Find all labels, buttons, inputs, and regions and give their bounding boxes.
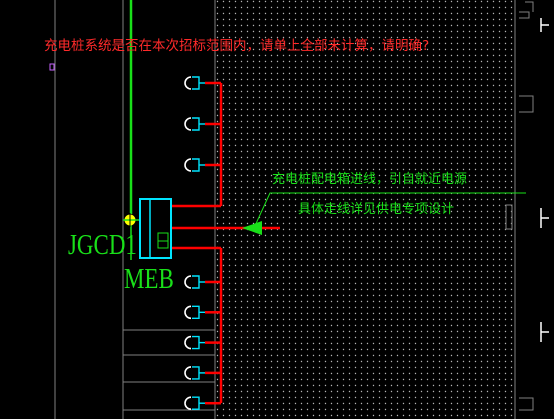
ev-charging-outlet-icon	[184, 335, 205, 350]
ev-charging-outlet-icon	[184, 366, 205, 380]
ev-charging-outlet-icon	[184, 76, 205, 90]
bonding-tag-label: MEB	[124, 264, 174, 295]
outlet-branches	[205, 81, 221, 405]
grid-edge-marks	[540, 18, 549, 342]
bonding-node	[123, 213, 140, 227]
building-outline	[54, 0, 534, 419]
ev-charging-outlet-icon	[184, 396, 205, 411]
branch-circuits	[171, 83, 280, 403]
outlet-icons	[184, 76, 205, 411]
distribution-box-jgcd1	[139, 198, 172, 259]
feed-note-line2: 具体走线详见供电专项设计	[298, 202, 455, 217]
ev-charging-outlet-icon	[184, 305, 205, 320]
ev-charging-outlet-icon	[184, 158, 205, 172]
ev-charging-outlet-icon	[184, 275, 205, 289]
panel-tag-label: JGCD1	[68, 230, 137, 261]
feed-note-line1: 充电桩配电箱进线，引自就近电源	[272, 172, 468, 187]
review-comment: 充电桩系统是否在本次招标范围内，请单上全部未计算，请明确?	[44, 38, 430, 54]
feed-arrow	[242, 221, 262, 235]
ev-charging-outlet-icon	[184, 117, 205, 131]
hatch-area	[215, 0, 515, 419]
layer-marker	[49, 63, 55, 71]
annotation-leader-line	[253, 192, 526, 229]
